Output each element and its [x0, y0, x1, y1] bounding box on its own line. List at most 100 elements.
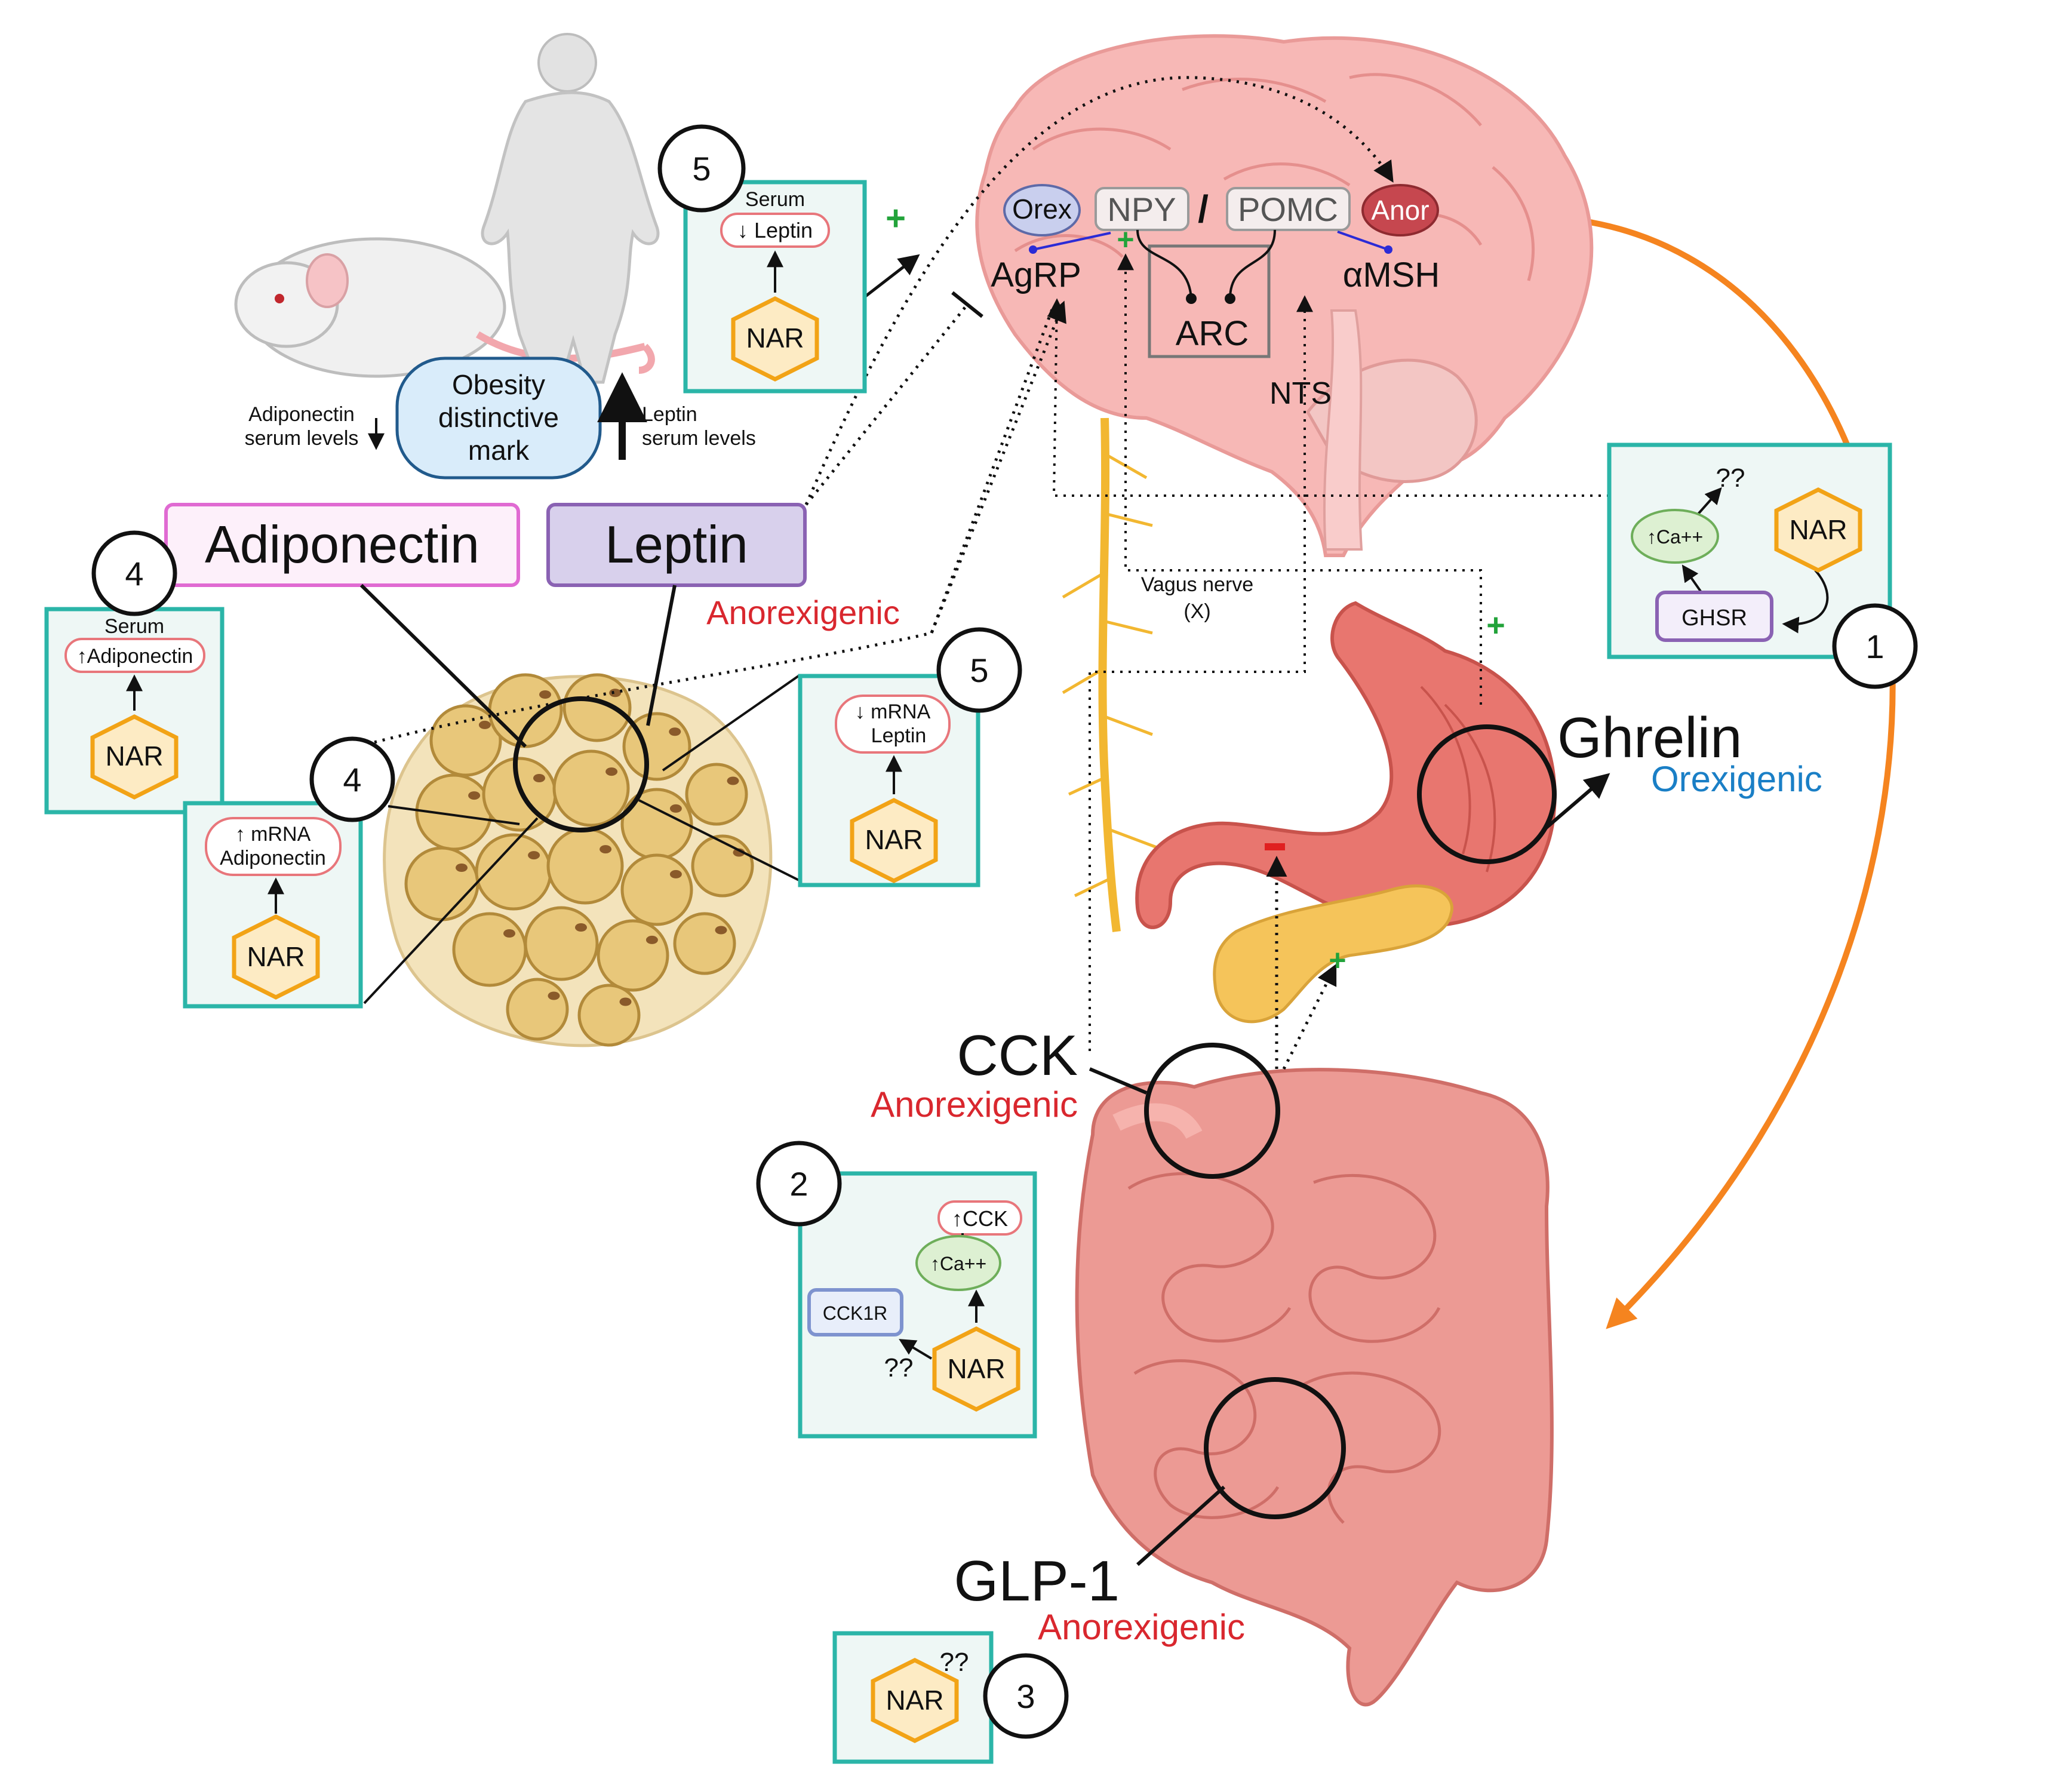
- box-2-receptor: CCK1R: [823, 1302, 887, 1324]
- fat-cell-nucleus: [575, 923, 587, 932]
- fat-cell: [597, 919, 669, 992]
- cck-effect-label: Anorexigenic: [871, 1084, 1078, 1124]
- anor-label: Anor: [1371, 195, 1429, 226]
- amsh-label: αMSH: [1343, 256, 1440, 294]
- box-3-number: 3: [1016, 1677, 1035, 1715]
- fat-cell: [620, 788, 693, 861]
- cck1r-receptor: [807, 1288, 903, 1336]
- fat-cell: [488, 673, 563, 748]
- fat-cell: [685, 763, 748, 826]
- box-3-glp1: ?? NAR 3: [832, 1631, 1069, 1764]
- fat-cell-nucleus: [468, 791, 481, 800]
- box-3-question: ??: [940, 1648, 969, 1677]
- nar-hexagon: [90, 714, 179, 800]
- calcium-oval: [915, 1235, 1001, 1291]
- fat-cell: [524, 906, 599, 981]
- fat-cell-nucleus: [605, 767, 618, 776]
- fat-cell-nucleus: [733, 848, 745, 857]
- box-4-mrna-number-badge: [309, 736, 395, 822]
- fat-cell-nucleus: [669, 727, 681, 736]
- nar-hexagon: [731, 296, 819, 382]
- nar-label: NAR: [746, 322, 804, 354]
- orex-oval: [1003, 184, 1081, 236]
- nar-label: NAR: [886, 1685, 943, 1716]
- fat-cell-nucleus: [539, 690, 551, 699]
- nar-label: NAR: [247, 941, 305, 972]
- agrp-label: AgRP: [991, 256, 1081, 294]
- box-4-mrna-number: 4: [343, 761, 361, 798]
- pomc-box: [1226, 187, 1351, 231]
- stomach-plus-sign: +: [1486, 607, 1505, 643]
- fat-cell: [452, 912, 527, 987]
- fat-cell: [577, 984, 641, 1047]
- fat-cell-nucleus: [533, 774, 545, 782]
- leptin-serum-label-2: serum levels: [642, 427, 756, 450]
- stomach: [1135, 601, 1557, 929]
- box-4-mrna-pill-1: ↑ mRNA: [235, 823, 311, 846]
- glp1-effect-label: Anorexigenic: [1038, 1607, 1245, 1647]
- fat-cell-nucleus: [600, 845, 612, 854]
- box-5-header: Serum: [745, 188, 805, 211]
- ghrelin-highlight-circle: [1417, 724, 1557, 864]
- box-2-calcium: ↑Ca++: [930, 1253, 986, 1274]
- box-1-ghrelin: ?? ↑Ca++ GHSR NAR 1: [1607, 443, 1918, 689]
- fat-cell-nucleus: [645, 935, 658, 944]
- box-4-mrna-adiponectin: ↑ mRNA Adiponectin NAR 4: [183, 736, 395, 1009]
- box-5-mrna-number-badge: [936, 627, 1022, 713]
- obesity-distinctive-mark: Obesity distinctive mark: [395, 357, 602, 480]
- anor-oval: [1361, 184, 1439, 236]
- leptin-title-box: [546, 503, 807, 587]
- fat-cell-nucleus: [619, 997, 632, 1006]
- fat-cell-nucleus: [669, 869, 682, 878]
- ghsr-receptor: [1655, 591, 1773, 642]
- box-2-number-badge: [756, 1141, 842, 1227]
- arc-box: [1148, 244, 1271, 358]
- npy-box: [1095, 187, 1189, 231]
- nts-label: NTS: [1269, 376, 1332, 411]
- nar-hexagon: [1774, 487, 1862, 573]
- box-4-pill: ↑Adiponectin: [77, 645, 193, 668]
- box-1-calcium: ↑Ca++: [1647, 526, 1703, 548]
- glp1-highlight-circle: [1204, 1377, 1346, 1519]
- box-1-receptor: GHSR: [1681, 606, 1747, 631]
- box-4-number: 4: [125, 555, 143, 592]
- leptin-inhibit-bar: [951, 291, 983, 318]
- fat-cell-nucleus: [548, 991, 560, 1000]
- adiponectin-serum-label-1: Adiponectin: [248, 403, 355, 426]
- pancreas: [1213, 884, 1453, 1024]
- box-5-mrna-leptin: ↓ mRNA Leptin NAR 5: [798, 627, 1022, 887]
- obesity-label-line3: mark: [468, 435, 530, 466]
- obese-mouse: [234, 237, 655, 378]
- pomc-label: POMC: [1238, 191, 1338, 228]
- box-2-cck: ↑CCK ↑Ca++ CCK1R ?? NAR 2: [756, 1141, 1037, 1439]
- fat-cell: [506, 978, 569, 1041]
- cck-label: CCK: [957, 1024, 1078, 1087]
- stomach-minus-sign: [1265, 843, 1285, 850]
- fat-cell: [552, 749, 630, 827]
- adipose-tissue: [383, 673, 773, 1047]
- fat-cell: [620, 853, 693, 926]
- nar-hexagon: [232, 914, 320, 1000]
- box-1-number: 1: [1865, 628, 1884, 665]
- glp1-label: GLP-1: [954, 1549, 1120, 1613]
- nar-label: NAR: [947, 1353, 1005, 1384]
- npy-pomc-slash: /: [1198, 188, 1209, 231]
- fat-cell-nucleus: [715, 926, 727, 935]
- box-4-number-badge: [91, 530, 177, 616]
- fat-cell: [673, 912, 736, 975]
- fat-cell: [691, 834, 754, 898]
- calcium-oval: [1631, 509, 1719, 564]
- pancreas-plus-sign: +: [1329, 944, 1346, 977]
- box-5-number-badge: [657, 124, 746, 213]
- npy-label: NPY: [1107, 191, 1176, 228]
- nar-label: NAR: [105, 741, 163, 772]
- leptin-serum-label-1: Leptin: [642, 403, 697, 426]
- hypothalamus-labels: Orex NPY / POMC Anor AgRP αMSH + ARC NTS: [991, 184, 1440, 411]
- ghrelin-effect-label: Orexigenic: [1651, 759, 1822, 799]
- arc-label: ARC: [1176, 314, 1249, 353]
- orex-label: Orex: [1012, 193, 1072, 225]
- brain: [975, 34, 1594, 557]
- box-2-question: ??: [884, 1353, 914, 1382]
- box-4-header: Serum: [104, 615, 164, 638]
